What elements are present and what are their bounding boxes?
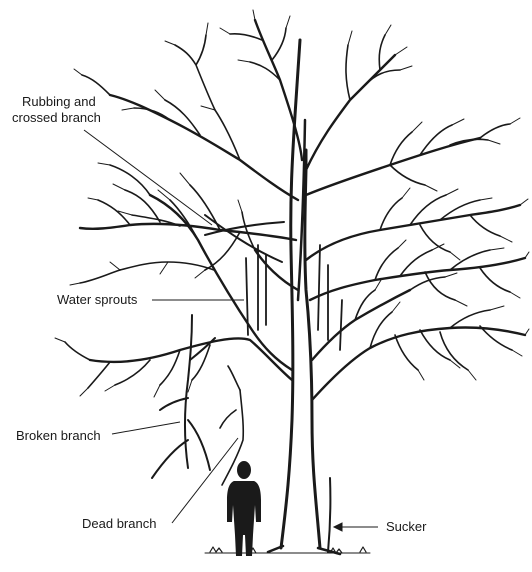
person-body: [227, 481, 261, 556]
sucker-shoot: [328, 478, 330, 552]
label-water-sprouts: Water sprouts: [57, 292, 137, 308]
tree-secondary-branches: [65, 28, 512, 388]
broken-branch: [152, 315, 215, 478]
label-broken-branch: Broken branch: [16, 428, 101, 444]
label-rubbing-line1: Rubbing and: [22, 94, 96, 110]
leader-broken-branch: [112, 422, 180, 434]
person-head: [237, 461, 251, 479]
leader-rubbing: [84, 130, 212, 225]
tree-icon: [55, 10, 529, 554]
label-rubbing-line2: crossed branch: [12, 110, 101, 126]
sucker-arrowhead: [334, 523, 342, 531]
leader-lines: [84, 130, 378, 531]
person-icon: [227, 461, 261, 556]
label-sucker: Sucker: [386, 519, 426, 535]
label-dead-branch: Dead branch: [82, 516, 156, 532]
